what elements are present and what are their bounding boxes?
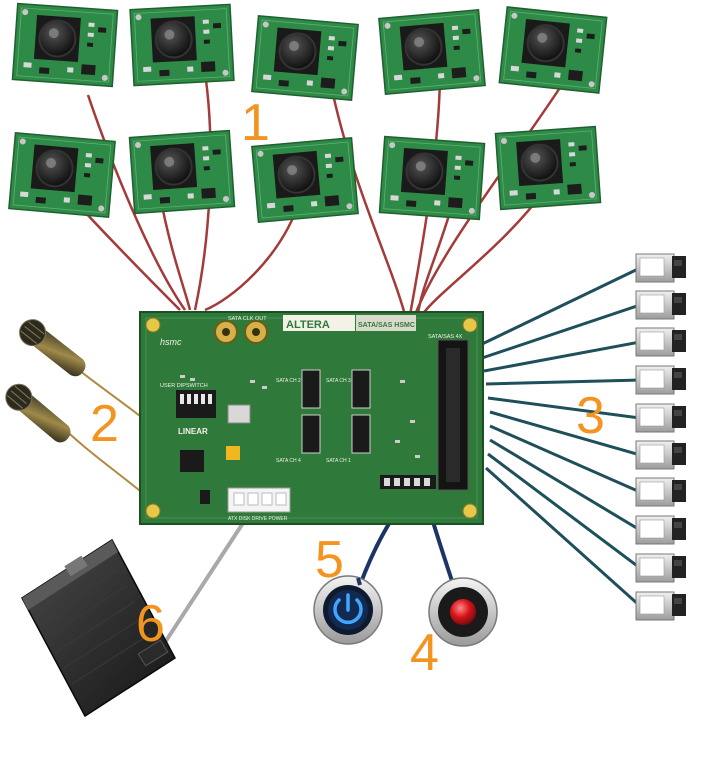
storage-cable-bundle	[479, 266, 642, 608]
sd-card-3	[635, 327, 687, 357]
camera-module-10	[494, 125, 602, 211]
power-cable	[158, 518, 247, 652]
power-label: ATX DISK DRIVE POWER	[228, 516, 288, 522]
label-3: 3	[576, 387, 605, 445]
battery-pack	[21, 538, 176, 718]
sd-card-7	[635, 477, 687, 507]
sata-ch1b-label: SATA CH 1	[326, 458, 351, 464]
sd-card-6	[635, 440, 687, 470]
sd-card-2	[635, 290, 687, 320]
camera-module-4	[377, 8, 487, 96]
camera-module-2	[129, 3, 235, 87]
power-button	[313, 575, 383, 645]
label-2: 2	[90, 395, 119, 453]
clk-label: SATA CLK OUT	[228, 316, 267, 322]
label-5: 5	[315, 531, 344, 589]
camera-module-6	[7, 131, 117, 219]
dipswitch-label: USER DIPSWITCH	[160, 383, 208, 389]
label-1: 1	[241, 94, 270, 152]
microphone-1	[19, 319, 146, 421]
sata-sas-hsmc-board: hsmc SATA CLK OUT ALTERA SATA/SAS HSMC S…	[139, 311, 484, 525]
camera-module-7	[128, 129, 236, 215]
sd-card-5	[635, 403, 687, 433]
sd-card-1	[635, 253, 687, 283]
label-4: 4	[410, 624, 439, 682]
sata-ch4-label: SATA CH 4	[276, 458, 301, 464]
camera-module-5	[498, 5, 608, 95]
board-model: SATA/SAS HSMC	[358, 322, 415, 329]
brand-logo: ALTERA	[286, 319, 330, 331]
connector-label: SATA/SAS 4X	[428, 334, 463, 340]
sata-ch3-label: SATA CH 3	[326, 378, 351, 384]
hsmc-logo: hsmc	[160, 337, 182, 347]
maker-logo: LINEAR	[178, 427, 208, 436]
sd-card-4	[635, 365, 687, 395]
power-button-cable-end	[356, 577, 362, 586]
sd-card-8	[635, 515, 687, 545]
camera-module-9	[378, 135, 486, 221]
sd-card-9	[635, 553, 687, 583]
record-button	[428, 577, 498, 647]
sd-card-10	[635, 591, 687, 621]
sata-ch1-label: SATA CH 2	[276, 378, 301, 384]
microphone-2	[5, 383, 146, 496]
camera-module-3	[250, 14, 360, 102]
label-6: 6	[136, 595, 165, 653]
camera-module-1	[11, 2, 119, 88]
